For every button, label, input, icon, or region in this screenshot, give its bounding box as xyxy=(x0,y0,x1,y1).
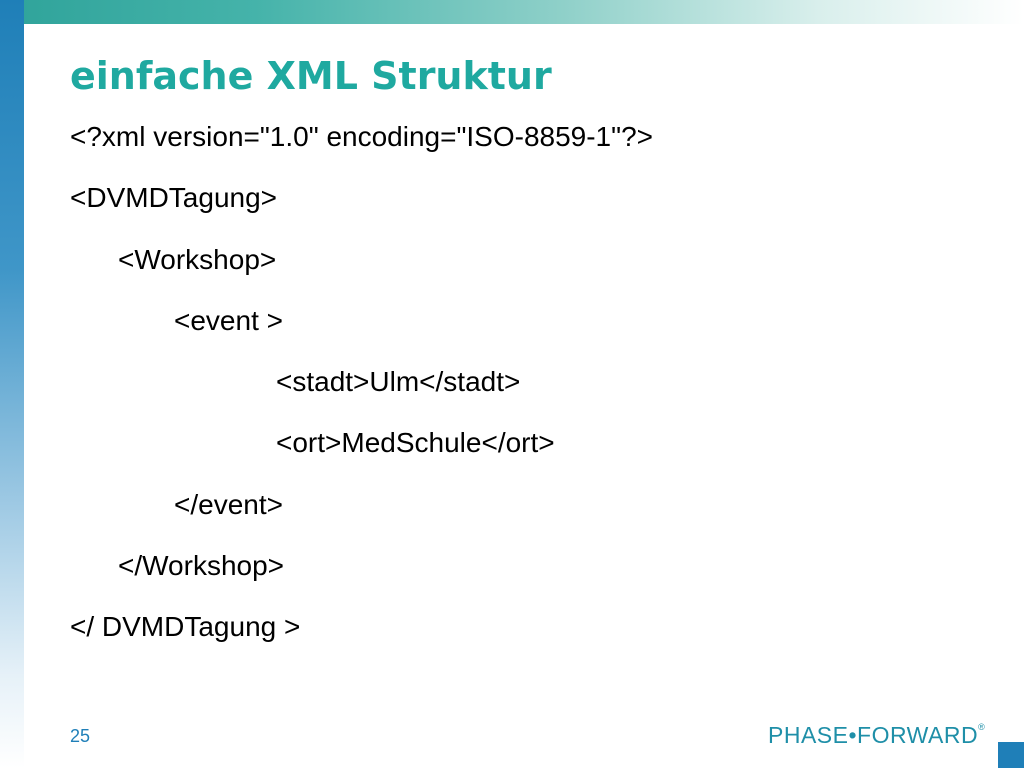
left-gradient-bar xyxy=(0,0,24,768)
phase-forward-logo: PHASE•FORWARD® xyxy=(768,722,985,749)
registered-mark: ® xyxy=(978,722,986,732)
xml-code-block: <?xml version="1.0" encoding="ISO-8859-1… xyxy=(70,115,653,667)
slide-title: einfache XML Struktur xyxy=(70,54,552,98)
code-line: </event> xyxy=(174,488,283,520)
code-line: </ DVMDTagung > xyxy=(70,611,301,643)
code-line: <ort>MedSchule</ort> xyxy=(276,427,555,459)
code-line: <Workshop> xyxy=(118,243,277,275)
code-line: <?xml version="1.0" encoding="ISO-8859-1… xyxy=(70,121,653,152)
code-line: <stadt>Ulm</stadt> xyxy=(276,366,521,398)
code-line: <DVMDTagung> xyxy=(70,182,278,214)
page-number: 25 xyxy=(70,726,91,746)
code-line: </Workshop> xyxy=(118,550,285,582)
corner-square xyxy=(998,742,1024,768)
code-line: <event > xyxy=(174,304,283,336)
logo-text: PHASE•FORWARD xyxy=(768,722,979,748)
top-gradient-bar xyxy=(0,0,1024,24)
